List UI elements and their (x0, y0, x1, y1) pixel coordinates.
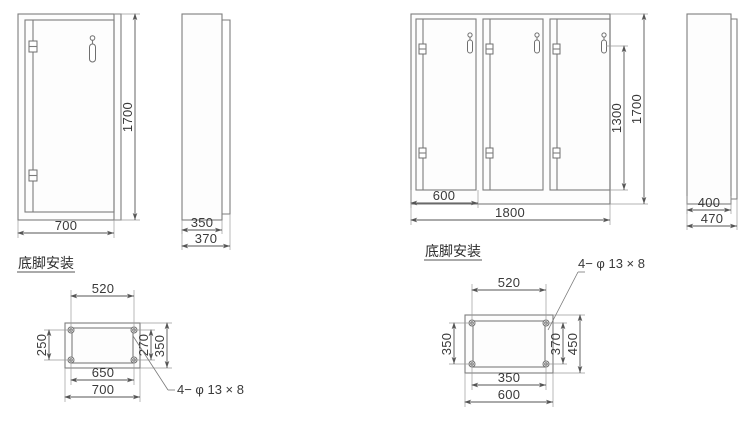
view-single-door-front: 700 1700 (17, 13, 140, 238)
base-frame-outer-left (64, 322, 141, 369)
door-hinge-3-lower (552, 147, 561, 159)
dimension-single-height: 1700 (114, 13, 140, 221)
dimension-base-left-inner-x: 650 (70, 360, 135, 385)
dim-label-triple-total-height: 1700 (629, 94, 644, 124)
dim-label-door-module-width: 600 (433, 188, 456, 203)
dimension-base-left-outer-x: 700 (64, 368, 141, 402)
dimension-base-right-inner-x: 350 (471, 364, 547, 390)
callout-base-right-holes: 4− φ 13 × 8 (547, 256, 645, 331)
view-single-door-base-plan: 底脚安装 (17, 256, 244, 402)
view-triple-door-side: 400 470 (686, 13, 738, 230)
base-frame-inner-left (71, 327, 134, 364)
base-frame-outer-right (464, 314, 554, 374)
dimension-base-right-outer-y: 450 (553, 314, 585, 374)
door-handle-lock-2 (534, 32, 540, 54)
callout-label-base-right-holes: 4− φ 13 × 8 (578, 256, 645, 271)
view-single-door-side: 350 370 (181, 13, 231, 250)
dim-label-base-left-520: 520 (92, 281, 115, 296)
side-body-outline (181, 13, 223, 221)
dim-label-base-right-600: 600 (498, 387, 521, 402)
dimension-single-width: 700 (17, 218, 115, 238)
dim-label-triple-depth-inner: 400 (698, 195, 721, 210)
dimension-base-left-bolt-span-x: 520 (70, 281, 135, 330)
triple-side-rear-offset (731, 18, 738, 200)
dimension-base-right-bolt-span-x: 520 (471, 275, 547, 323)
dimension-single-depth-inner: 350 (181, 215, 223, 234)
door-hinge-3-upper (552, 43, 561, 55)
dimension-triple-depth-outer: 470 (686, 199, 738, 230)
dim-label-base-right-450: 450 (565, 333, 580, 356)
door-hinge-lower (28, 169, 38, 182)
dim-label-base-left-700: 700 (92, 382, 115, 397)
dim-label-base-left-650: 650 (92, 365, 115, 380)
side-rear-panel-offset (222, 19, 231, 215)
dim-label-single-height: 1700 (120, 102, 135, 132)
callout-label-base-left-holes: 4− φ 13 × 8 (177, 382, 244, 397)
door-hinge-upper (28, 40, 38, 53)
dimension-triple-depth-inner: 400 (686, 195, 732, 214)
triple-cabinet-body-outline (410, 13, 611, 205)
view-triple-door-base-plan: 底脚安装 (424, 244, 645, 407)
door-handle-lock-3 (601, 32, 607, 54)
door-panel-2 (482, 18, 544, 191)
base-plan-label-right: 底脚安装 (425, 244, 481, 260)
dim-label-single-depth-outer: 370 (195, 231, 218, 246)
dimension-base-right-outer-x: 600 (464, 373, 554, 407)
door-panel-1 (415, 18, 477, 191)
dimension-base-right-inner-y: 370 (546, 322, 567, 365)
dim-label-base-right-370: 370 (548, 333, 563, 356)
callout-base-left-holes: 4− φ 13 × 8 (132, 335, 244, 397)
dimension-base-left-outer-y: 350 (140, 322, 172, 369)
dim-label-base-left-250: 250 (34, 334, 49, 357)
door-hinge-2-upper (485, 43, 494, 55)
dimension-single-depth-outer: 370 (181, 214, 231, 250)
dim-label-triple-depth-outer: 470 (701, 211, 724, 226)
door-hinge-1-lower (418, 147, 427, 159)
dim-label-single-depth-inner: 350 (191, 215, 214, 230)
dimension-base-left-inner-y: 270 (134, 329, 155, 361)
dim-label-base-left-350: 350 (152, 335, 167, 358)
dimension-base-right-bolt-span-y: 350 (439, 322, 472, 365)
dim-label-base-right-350-left: 350 (439, 333, 454, 356)
view-triple-door-front: 600 1800 1300 1700 (410, 13, 648, 225)
base-plan-label-left: 底脚安装 (18, 256, 74, 272)
dim-label-triple-total-width: 1800 (495, 205, 525, 220)
dimension-triple-total-height: 1700 (610, 13, 648, 205)
triple-side-body-outline (686, 13, 732, 205)
dimension-triple-total-width: 1800 (410, 203, 611, 225)
door-hinge-2-lower (485, 147, 494, 159)
door-handle-lock-1 (467, 32, 473, 54)
door-handle-lock (89, 35, 96, 63)
door-hinge-1-upper (418, 43, 427, 55)
dim-label-door-opening-height: 1300 (609, 103, 624, 133)
base-frame-inner-right (472, 320, 546, 368)
dimension-base-left-bolt-span-y: 250 (34, 329, 71, 361)
dim-label-base-right-520: 520 (498, 275, 521, 290)
dimension-door-opening-height: 1300 (606, 45, 628, 191)
dim-label-single-width: 700 (55, 218, 78, 233)
dim-label-base-left-270: 270 (136, 334, 151, 357)
dim-label-base-right-350-bottom: 350 (498, 370, 521, 385)
